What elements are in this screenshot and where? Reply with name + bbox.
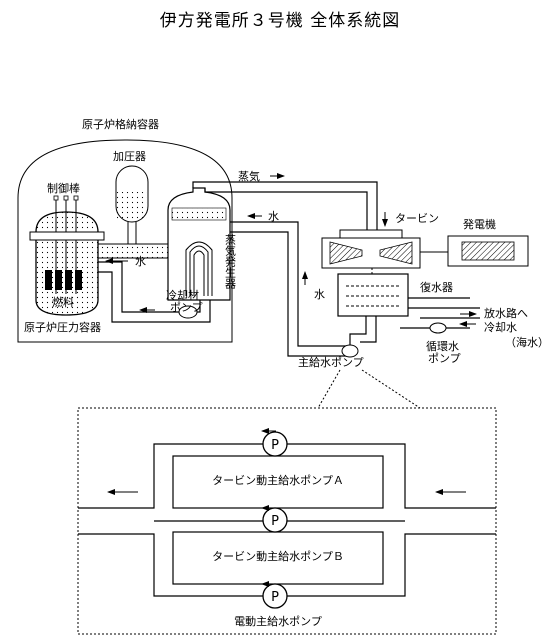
detail-box <box>77 407 497 635</box>
turbine <box>321 229 421 269</box>
turbine-label: タービン <box>395 212 439 225</box>
pressurizer-water <box>117 192 147 221</box>
condenser <box>337 273 409 317</box>
generator-label: 発電機 <box>463 217 496 231</box>
condenser-tubes <box>346 285 400 307</box>
pump-b-box <box>172 531 384 585</box>
reactor-vessel-label: 原子炉圧力容器 <box>24 320 101 334</box>
steam-generator <box>167 187 231 301</box>
primary-water-label: 水 <box>135 255 146 268</box>
svg-text:P: P <box>271 590 279 605</box>
circ-pump-label-2: ポンプ <box>428 352 461 365</box>
pump-a-box <box>172 455 384 509</box>
circ-pump-label-1: 循環水 <box>426 340 459 353</box>
svg-text:P: P <box>271 514 279 529</box>
circulating-water-pump <box>429 322 447 334</box>
fuel-label: 燃料 <box>52 295 74 309</box>
containment-vessel <box>17 139 233 343</box>
main-feed-pump-label: 主給水ポンプ <box>298 355 364 369</box>
pump-a-label: タービン動主給水ポンプＡ <box>212 473 344 487</box>
callout-lines <box>317 369 421 409</box>
main-feed-pump <box>341 344 359 358</box>
svg-text:P: P <box>271 438 279 453</box>
control-rods-label: 制御棒 <box>47 181 80 195</box>
steam-label: 蒸気 <box>238 169 260 183</box>
detail-flow-arrows <box>107 428 466 587</box>
sea-water-label: （海水） <box>505 335 549 349</box>
pump-a-symbol: P <box>262 431 288 457</box>
pump-motor-symbol: P <box>262 583 288 609</box>
feedwater-label: 水 <box>268 210 279 223</box>
steam-generator-label: 蒸気発生器 <box>224 234 237 290</box>
pressurizer-label: 加圧器 <box>113 150 146 163</box>
coolant-pump-label-2: ポンプ <box>170 301 203 314</box>
discharge-label: 放水路へ <box>484 306 528 320</box>
condenser-label: 復水器 <box>420 281 453 294</box>
steam-generator-tubes <box>185 241 213 296</box>
coolant-pump <box>178 305 198 319</box>
feedwater-line <box>230 221 350 357</box>
condensate-water-label: 水 <box>314 288 325 301</box>
steam-line <box>192 181 378 235</box>
fuel-assemblies <box>45 270 82 290</box>
diagram-title: 伊方発電所３号機 全体系統図 <box>160 11 400 31</box>
cooling-water-line <box>400 297 480 329</box>
pump-b-label: タービン動主給水ポンプＢ <box>212 549 344 563</box>
containment-label: 原子炉格納容器 <box>82 117 159 131</box>
pressurizer-line <box>127 222 137 244</box>
motor-pump-label: 電動主給水ポンプ <box>234 614 322 628</box>
coolant-pump-label-1: 冷却材 <box>166 288 199 302</box>
pump-b-symbol: P <box>262 507 288 533</box>
cooling-water-label: 冷却水 <box>484 321 517 334</box>
generator <box>420 235 529 267</box>
